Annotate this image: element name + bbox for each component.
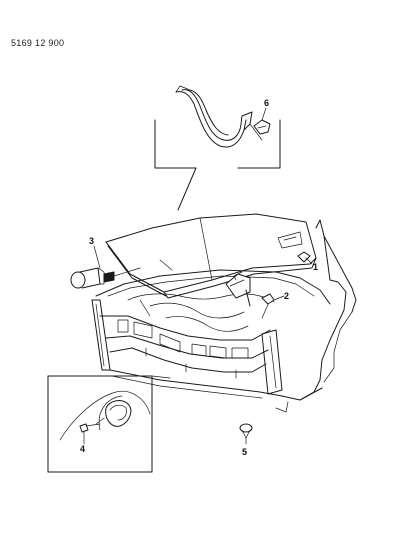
bumper-stop-part-2: 2 (261, 291, 289, 305)
callout-2: 2 (284, 291, 289, 301)
hinge-bumper-part-6 (253, 119, 271, 135)
inset-hinge-detail: 6 (154, 85, 281, 211)
hinge-strap (175, 85, 263, 148)
deck-lid (105, 213, 317, 299)
callout-1: 1 (313, 262, 318, 272)
inset-grommet-detail: 4 (47, 375, 171, 473)
trunk-body (91, 219, 357, 413)
lock-cylinder-part-3: 3 (70, 236, 141, 289)
diagram-code: 5169 12 900 (11, 38, 65, 48)
bumper-part-1: 1 (297, 251, 318, 272)
callout-6: 6 (264, 98, 269, 108)
plug-part-5: 5 (239, 423, 253, 457)
callout-5: 5 (242, 447, 247, 457)
latch-assembly (225, 271, 251, 307)
callout-3: 3 (89, 236, 94, 246)
callout-4: 4 (80, 444, 85, 454)
